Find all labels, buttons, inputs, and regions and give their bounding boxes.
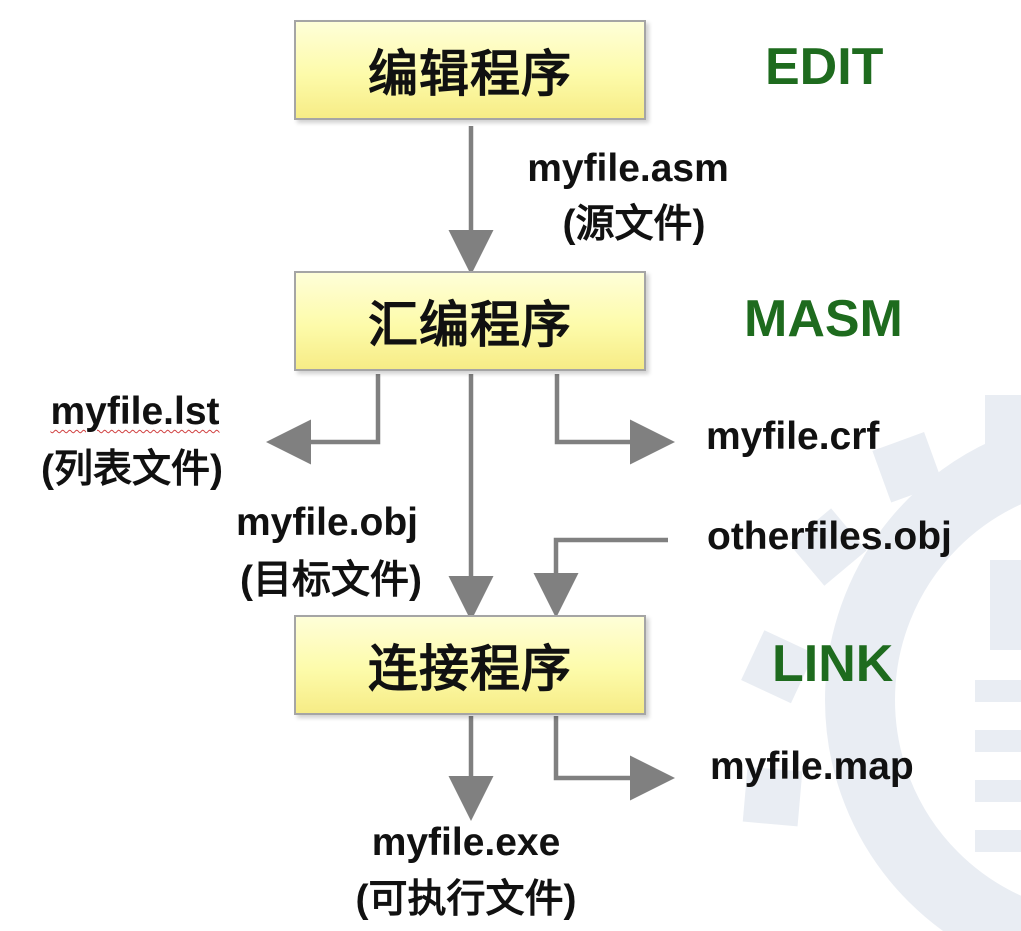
file-obj-name: myfile.obj (235, 501, 419, 544)
link-program-label: 连接程序 (368, 640, 572, 698)
file-crf-name: myfile.crf (706, 415, 880, 458)
file-asm-name: myfile.asm (527, 147, 729, 190)
file-lst-name: myfile.lst (50, 390, 220, 433)
tool-edit: EDIT (765, 38, 884, 96)
file-exe-name: myfile.exe (371, 821, 561, 864)
tool-masm: MASM (744, 290, 903, 348)
edit-program-box: 编辑程序 (294, 20, 646, 120)
arrow-masm-to-lst (266, 374, 381, 465)
file-map-name: myfile.map (710, 745, 914, 788)
file-lst-desc: (列表文件) (41, 448, 223, 491)
arrow-masm-to-crf (554, 374, 675, 465)
link-program-box: 连接程序 (294, 615, 646, 715)
file-exe-desc: (可执行文件) (355, 878, 577, 921)
masm-program-box: 汇编程序 (294, 271, 646, 371)
edit-program-label: 编辑程序 (368, 45, 572, 103)
arrow-other-to-link (533, 537, 668, 618)
arrow-link-to-map (553, 716, 675, 801)
tool-link: LINK (772, 635, 894, 693)
file-obj-desc: (目标文件) (240, 559, 422, 602)
file-other-name: otherfiles.obj (707, 515, 952, 558)
file-asm-desc: (源文件) (562, 203, 706, 246)
masm-program-label: 汇编程序 (368, 296, 572, 354)
